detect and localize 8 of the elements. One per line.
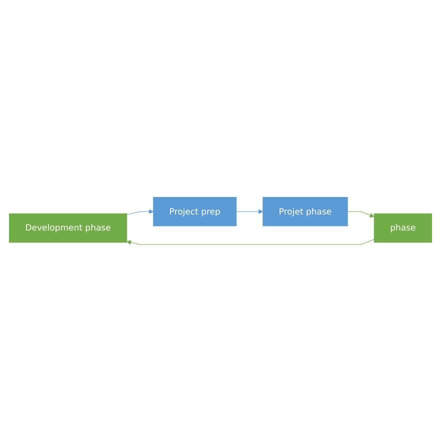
node-box: Project prep <box>153 196 237 226</box>
arrow <box>347 210 374 218</box>
node-box: Development phase <box>9 213 128 242</box>
arrow <box>236 208 264 214</box>
arrow <box>126 238 374 244</box>
node-box: Projet phase <box>262 196 348 226</box>
node-box: phase <box>374 213 432 242</box>
arrow <box>126 208 154 214</box>
